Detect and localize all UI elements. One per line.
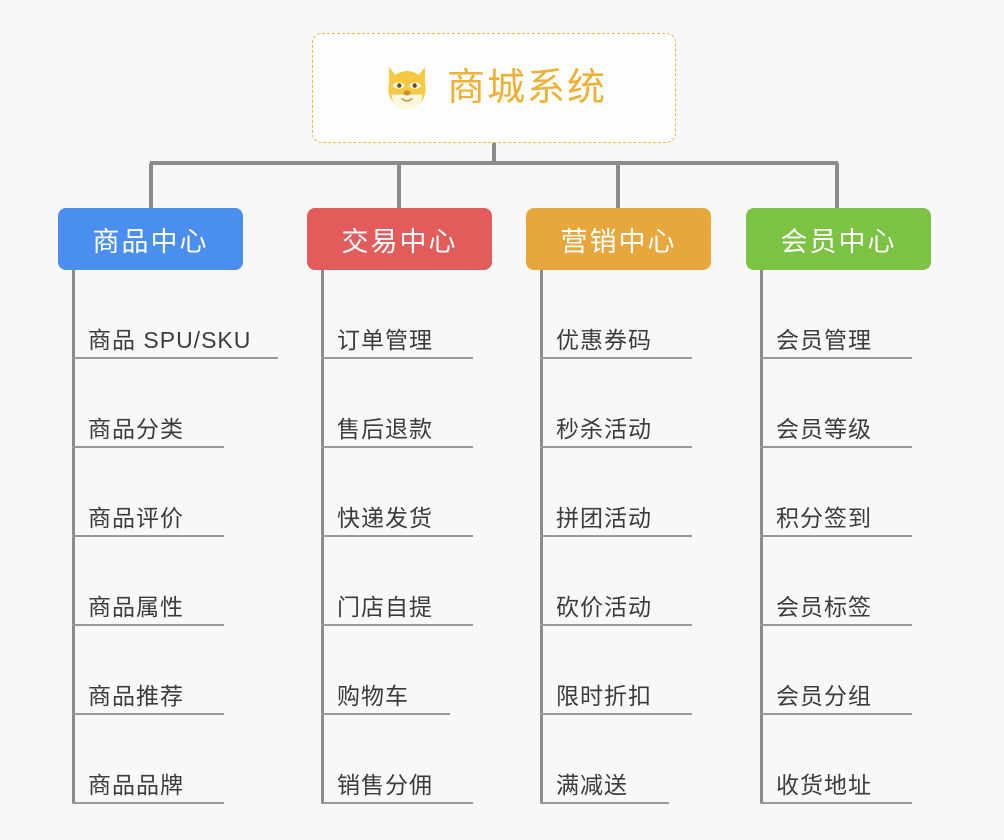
leaf-underline xyxy=(321,802,473,804)
leaf-item[interactable]: 门店自提 xyxy=(307,537,567,626)
leaf-item[interactable]: 快递发货 xyxy=(307,448,567,537)
leaf-underline xyxy=(760,446,912,448)
leaf-label: 购物车 xyxy=(337,682,409,709)
leaf-underline xyxy=(540,713,692,715)
leaf-underline xyxy=(760,357,912,359)
leaf-item[interactable]: 订单管理 xyxy=(307,270,567,359)
category-header-label-4: 会员中心 xyxy=(780,226,897,257)
leaf-item[interactable]: 会员标签 xyxy=(746,537,1004,626)
category-header-3[interactable]: 营销中心 xyxy=(526,208,711,270)
leaf-spine-2 xyxy=(321,270,324,804)
leaf-item[interactable]: 商品品牌 xyxy=(58,715,318,804)
leaf-underline xyxy=(540,535,692,537)
leaf-label: 会员等级 xyxy=(776,415,872,442)
leaf-label: 秒杀活动 xyxy=(556,415,652,442)
leaf-underline xyxy=(72,802,224,804)
shiba-dog-face-icon xyxy=(388,66,426,110)
category-header-2[interactable]: 交易中心 xyxy=(307,208,492,270)
leaf-spine-4 xyxy=(760,270,763,804)
leaf-underline xyxy=(321,713,450,715)
leaf-underline xyxy=(72,446,224,448)
leaf-underline xyxy=(72,535,224,537)
leaf-item[interactable]: 购物车 xyxy=(307,626,567,715)
leaf-label: 优惠券码 xyxy=(556,326,652,353)
leaf-list-3: 优惠券码 秒杀活动 拼团活动 砍价活动 限时折扣 满减送 xyxy=(526,270,786,804)
category-header-label-1: 商品中心 xyxy=(92,226,209,257)
leaf-item[interactable]: 优惠券码 xyxy=(526,270,786,359)
leaf-underline xyxy=(72,713,224,715)
leaf-item[interactable]: 拼团活动 xyxy=(526,448,786,537)
leaf-label: 商品评价 xyxy=(88,504,184,531)
leaf-underline xyxy=(72,624,224,626)
leaf-item[interactable]: 积分签到 xyxy=(746,448,1004,537)
leaf-item[interactable]: 售后退款 xyxy=(307,359,567,448)
leaf-item[interactable]: 商品评价 xyxy=(58,448,318,537)
leaf-underline xyxy=(760,535,912,537)
leaf-item[interactable]: 销售分佣 xyxy=(307,715,567,804)
leaf-label: 会员分组 xyxy=(776,682,872,709)
leaf-label: 售后退款 xyxy=(337,415,433,442)
leaf-item[interactable]: 满减送 xyxy=(526,715,786,804)
category-header-4[interactable]: 会员中心 xyxy=(746,208,931,270)
root-title: 商城系统 xyxy=(446,67,607,109)
leaf-label: 商品品牌 xyxy=(88,771,184,798)
leaf-underline xyxy=(760,802,912,804)
leaf-label: 商品 SPU/SKU xyxy=(88,326,252,353)
leaf-underline xyxy=(540,802,669,804)
leaf-underline xyxy=(72,357,278,359)
leaf-item[interactable]: 商品推荐 xyxy=(58,626,318,715)
category-column-4: 会员中心 会员管理 会员等级 积分签到 会员标签 会员分组 xyxy=(746,208,1004,804)
leaf-label: 拼团活动 xyxy=(556,504,652,531)
leaf-label: 砍价活动 xyxy=(556,593,652,620)
leaf-item[interactable]: 商品属性 xyxy=(58,537,318,626)
leaf-underline xyxy=(321,446,473,448)
leaf-label: 快递发货 xyxy=(337,504,433,531)
leaf-underline xyxy=(760,624,912,626)
category-column-3: 营销中心 优惠券码 秒杀活动 拼团活动 砍价活动 限时折扣 xyxy=(526,208,786,804)
leaf-label: 会员标签 xyxy=(776,593,872,620)
leaf-list-4: 会员管理 会员等级 积分签到 会员标签 会员分组 收货地址 xyxy=(746,270,1004,804)
leaf-underline xyxy=(540,357,692,359)
leaf-underline xyxy=(321,624,473,626)
category-column-2: 交易中心 订单管理 售后退款 快递发货 门店自提 购物车 xyxy=(307,208,567,804)
leaf-list-2: 订单管理 售后退款 快递发货 门店自提 购物车 销售分佣 xyxy=(307,270,567,804)
leaf-label: 商品推荐 xyxy=(88,682,184,709)
leaf-item[interactable]: 商品 SPU/SKU xyxy=(58,270,318,359)
leaf-item[interactable]: 砍价活动 xyxy=(526,537,786,626)
leaf-label: 满减送 xyxy=(556,771,628,798)
leaf-label: 门店自提 xyxy=(337,593,433,620)
leaf-label: 收货地址 xyxy=(776,771,872,798)
leaf-underline xyxy=(540,446,692,448)
leaf-label: 商品分类 xyxy=(88,415,184,442)
leaf-item[interactable]: 会员管理 xyxy=(746,270,1004,359)
leaf-spine-1 xyxy=(72,270,75,804)
leaf-item[interactable]: 商品分类 xyxy=(58,359,318,448)
leaf-item[interactable]: 会员等级 xyxy=(746,359,1004,448)
leaf-underline xyxy=(321,357,473,359)
leaf-label: 限时折扣 xyxy=(556,682,652,709)
leaf-underline xyxy=(321,535,473,537)
leaf-item[interactable]: 秒杀活动 xyxy=(526,359,786,448)
leaf-label: 积分签到 xyxy=(776,504,872,531)
leaf-label: 订单管理 xyxy=(337,326,433,353)
category-header-label-3: 营销中心 xyxy=(560,226,677,257)
leaf-item[interactable]: 限时折扣 xyxy=(526,626,786,715)
leaf-list-1: 商品 SPU/SKU 商品分类 商品评价 商品属性 商品推荐 商品品牌 xyxy=(58,270,318,804)
leaf-underline xyxy=(540,624,692,626)
leaf-label: 商品属性 xyxy=(88,593,184,620)
leaf-label: 会员管理 xyxy=(776,326,872,353)
leaf-spine-3 xyxy=(540,270,543,804)
leaf-label: 销售分佣 xyxy=(337,771,433,798)
category-header-label-2: 交易中心 xyxy=(341,226,458,257)
category-header-1[interactable]: 商品中心 xyxy=(58,208,243,270)
leaf-item[interactable]: 收货地址 xyxy=(746,715,1004,804)
leaf-underline xyxy=(760,713,912,715)
category-column-1: 商品中心 商品 SPU/SKU 商品分类 商品评价 商品属性 商品推荐 xyxy=(58,208,318,804)
root-node[interactable]: 商城系统 xyxy=(312,33,676,143)
leaf-item[interactable]: 会员分组 xyxy=(746,626,1004,715)
